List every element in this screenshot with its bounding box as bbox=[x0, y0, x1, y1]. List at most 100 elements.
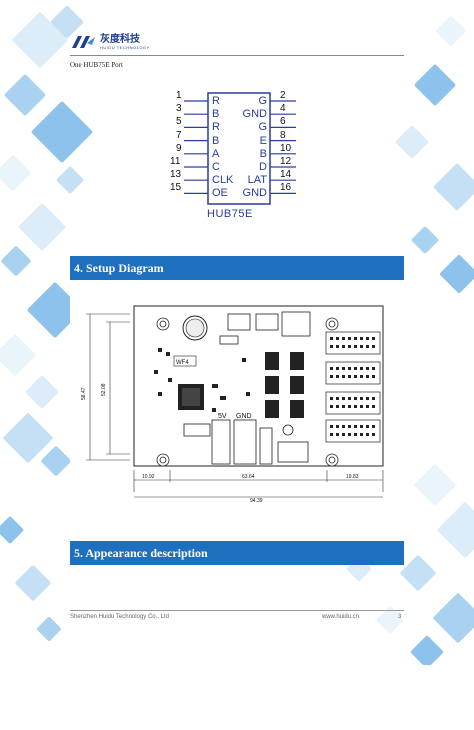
pin-label-left: B bbox=[212, 108, 220, 121]
header-pin bbox=[330, 405, 333, 408]
pin-number-right: 4 bbox=[280, 103, 286, 115]
decor-diamond bbox=[3, 73, 47, 117]
pin-number-right: 2 bbox=[280, 90, 286, 101]
decor-diamond bbox=[395, 125, 429, 159]
pin-label-left: A bbox=[212, 147, 220, 160]
controller-board-drawing: WF4 5V GND 58.47 52.08 10.92 63.64 19.83… bbox=[81, 305, 384, 504]
header-pin bbox=[366, 345, 369, 348]
pin-label-left: CLK bbox=[212, 174, 234, 187]
header-pin bbox=[360, 425, 363, 428]
footer-company: Shenzhen Huidu Technology Co., Ltd bbox=[70, 614, 169, 620]
header-pin bbox=[348, 397, 351, 400]
setup-diagram: WF4 5V GND 58.47 52.08 10.92 63.64 19.83… bbox=[70, 292, 404, 506]
pin-label-left: B bbox=[212, 134, 220, 147]
header-pin bbox=[354, 405, 357, 408]
header-pin bbox=[366, 425, 369, 428]
header-pin bbox=[354, 345, 357, 348]
header-pin bbox=[336, 405, 339, 408]
chip-label: WF4 bbox=[176, 360, 189, 366]
decor-diamond bbox=[0, 515, 25, 545]
dim-bottom-left: 10.92 bbox=[142, 474, 155, 480]
section-appearance-heading: 5. Appearance description bbox=[70, 541, 404, 565]
pin-number-left: 15 bbox=[170, 182, 182, 194]
decor-diamond bbox=[17, 202, 67, 252]
pin-label-right: E bbox=[259, 134, 267, 147]
logo-english-text: HUIDU TECHNOLOGY bbox=[100, 45, 150, 50]
decor-diamond bbox=[0, 245, 32, 277]
decor-diamond bbox=[432, 592, 474, 644]
header-pin bbox=[342, 345, 345, 348]
header-pin bbox=[348, 405, 351, 408]
hub-header-connector bbox=[325, 331, 381, 355]
header-pin bbox=[366, 375, 369, 378]
decor-diamond bbox=[40, 445, 72, 477]
pin-label-right: B bbox=[259, 147, 267, 160]
decor-diamond bbox=[410, 635, 444, 665]
header-pin bbox=[348, 375, 351, 378]
header-pin bbox=[372, 433, 375, 436]
header-pin bbox=[336, 397, 339, 400]
header-pin bbox=[336, 433, 339, 436]
company-logo: 灰度科技 HUIDU TECHNOLOGY bbox=[70, 30, 150, 54]
decor-diamond bbox=[439, 254, 474, 294]
huidu-logo-icon bbox=[72, 36, 95, 48]
decor-diamond bbox=[399, 554, 437, 592]
hub75e-name: HUB75E bbox=[207, 208, 253, 220]
header-pin bbox=[372, 405, 375, 408]
label-5v: 5V bbox=[218, 413, 227, 420]
pin-number-left: 13 bbox=[170, 169, 182, 181]
decor-diamond bbox=[436, 501, 474, 559]
header-pin bbox=[348, 425, 351, 428]
decor-diamond bbox=[0, 154, 32, 192]
decor-diamond bbox=[36, 616, 62, 642]
header-pin bbox=[342, 375, 345, 378]
header-pin bbox=[354, 337, 357, 340]
header-pin bbox=[348, 433, 351, 436]
pin-label-right: G bbox=[258, 121, 267, 134]
header-pin bbox=[360, 375, 363, 378]
header-pin bbox=[360, 367, 363, 370]
label-gnd: GND bbox=[236, 413, 252, 420]
header-pin bbox=[372, 375, 375, 378]
pin-label-right: GND bbox=[242, 187, 267, 200]
header-pin bbox=[366, 397, 369, 400]
header-pin bbox=[342, 397, 345, 400]
pin-label-right: G bbox=[258, 95, 267, 107]
decor-diamond bbox=[55, 165, 85, 195]
header-pin bbox=[336, 337, 339, 340]
pin-label-right: LAT bbox=[247, 174, 267, 187]
header-pin bbox=[354, 425, 357, 428]
logo-chinese-text: 灰度科技 bbox=[100, 34, 140, 45]
pin-number-right: 10 bbox=[280, 142, 292, 154]
decor-diamond bbox=[432, 162, 474, 212]
hub75e-outline bbox=[184, 92, 296, 205]
header-pin bbox=[366, 367, 369, 370]
header-pin bbox=[360, 405, 363, 408]
header-pin bbox=[330, 425, 333, 428]
pin-label-left: OE bbox=[212, 187, 228, 200]
pin-number-right: 14 bbox=[280, 169, 292, 181]
header-pin bbox=[330, 367, 333, 370]
header-pin bbox=[366, 405, 369, 408]
header-pin bbox=[372, 425, 375, 428]
decor-diamond bbox=[25, 375, 59, 409]
decor-diamond bbox=[0, 333, 37, 377]
pin-label-right: D bbox=[259, 161, 267, 173]
pin-number-left: 5 bbox=[176, 116, 182, 128]
pin-number-left: 3 bbox=[176, 103, 182, 115]
header-pin bbox=[342, 405, 345, 408]
header-pin bbox=[354, 397, 357, 400]
header-pin bbox=[330, 337, 333, 340]
header-pin bbox=[348, 367, 351, 370]
pin-label-left: R bbox=[212, 95, 220, 107]
decor-diamond bbox=[30, 100, 94, 164]
header-pin bbox=[372, 367, 375, 370]
decor-diamond bbox=[413, 463, 457, 507]
dim-total: 94.39 bbox=[250, 498, 263, 504]
header-pin bbox=[330, 345, 333, 348]
pin-number-left: 9 bbox=[176, 142, 182, 154]
port-caption: One HUB75E Port bbox=[70, 61, 123, 69]
pin-number-right: 8 bbox=[280, 129, 286, 141]
decor-diamond bbox=[413, 63, 457, 107]
